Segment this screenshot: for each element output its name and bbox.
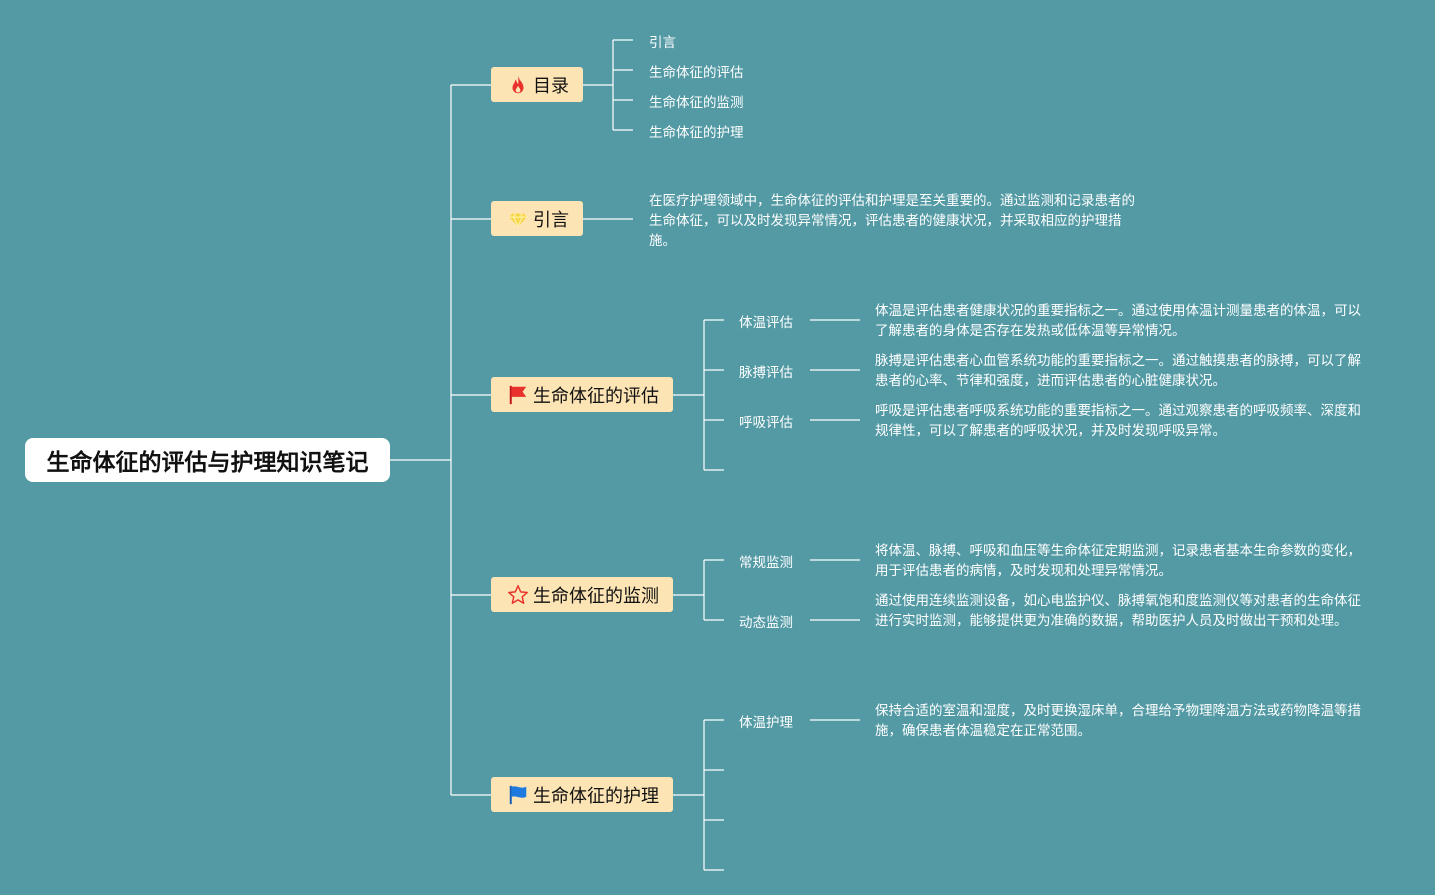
root-title: 生命体征的评估与护理知识笔记 <box>46 450 369 476</box>
detail-text: 脉搏是评估患者心血管系统功能的重要指标之一。通过触摸患者的脉搏，可以了解患者的心… <box>875 353 1361 389</box>
branch-label: 引言 <box>533 209 569 231</box>
sub-topic-temperature-care[interactable]: 体温护理 <box>739 715 793 731</box>
toc-item[interactable]: 生命体征的护理 <box>649 125 744 141</box>
fire-icon <box>507 74 529 96</box>
branch-label: 生命体征的护理 <box>533 785 659 807</box>
branch-label: 生命体征的评估 <box>533 385 659 407</box>
gem-icon <box>507 208 529 230</box>
detail-text: 将体温、脉搏、呼吸和血压等生命体征定期监测，记录患者基本生命参数的变化，用于评估… <box>875 543 1361 579</box>
sub-topic-temperature-assessment[interactable]: 体温评估 <box>739 315 793 331</box>
detail-text: 体温是评估患者健康状况的重要指标之一。通过使用体温计测量患者的体温，可以了解患者… <box>875 303 1361 339</box>
detail-text: 保持合适的室温和湿度，及时更换湿床单，合理给予物理降温方法或药物降温等措施，确保… <box>875 703 1361 739</box>
branch-intro[interactable]: 引言 <box>491 201 583 236</box>
branch-assessment[interactable]: 生命体征的评估 <box>491 377 673 412</box>
branch-label: 目录 <box>533 75 569 97</box>
branch-label: 生命体征的监测 <box>533 585 659 607</box>
detail-text: 通过使用连续监测设备，如心电监护仪、脉搏氧饱和度监测仪等对患者的生命体征进行实时… <box>875 593 1361 629</box>
red-flag-icon <box>507 384 529 406</box>
root-node[interactable]: 生命体征的评估与护理知识笔记 <box>25 438 390 482</box>
sub-topic-respiration-assessment[interactable]: 呼吸评估 <box>739 415 793 431</box>
intro-text: 在医疗护理领域中，生命体征的评估和护理是至关重要的。通过监测和记录患者的生命体征… <box>649 193 1135 249</box>
detail-text: 呼吸是评估患者呼吸系统功能的重要指标之一。通过观察患者的呼吸频率、深度和规律性，… <box>875 403 1361 439</box>
toc-item[interactable]: 生命体征的监测 <box>649 95 744 111</box>
branch-toc[interactable]: 目录 <box>491 67 583 102</box>
sub-topic-dynamic-monitoring[interactable]: 动态监测 <box>739 615 793 631</box>
star-icon <box>507 584 529 606</box>
toc-item[interactable]: 生命体征的评估 <box>649 65 744 81</box>
branch-care[interactable]: 生命体征的护理 <box>491 777 673 812</box>
sub-topic-routine-monitoring[interactable]: 常规监测 <box>739 555 793 571</box>
toc-item[interactable]: 引言 <box>649 35 676 51</box>
branch-monitoring[interactable]: 生命体征的监测 <box>491 577 673 612</box>
blue-flag-icon <box>507 784 529 806</box>
sub-topic-pulse-assessment[interactable]: 脉搏评估 <box>739 365 793 381</box>
